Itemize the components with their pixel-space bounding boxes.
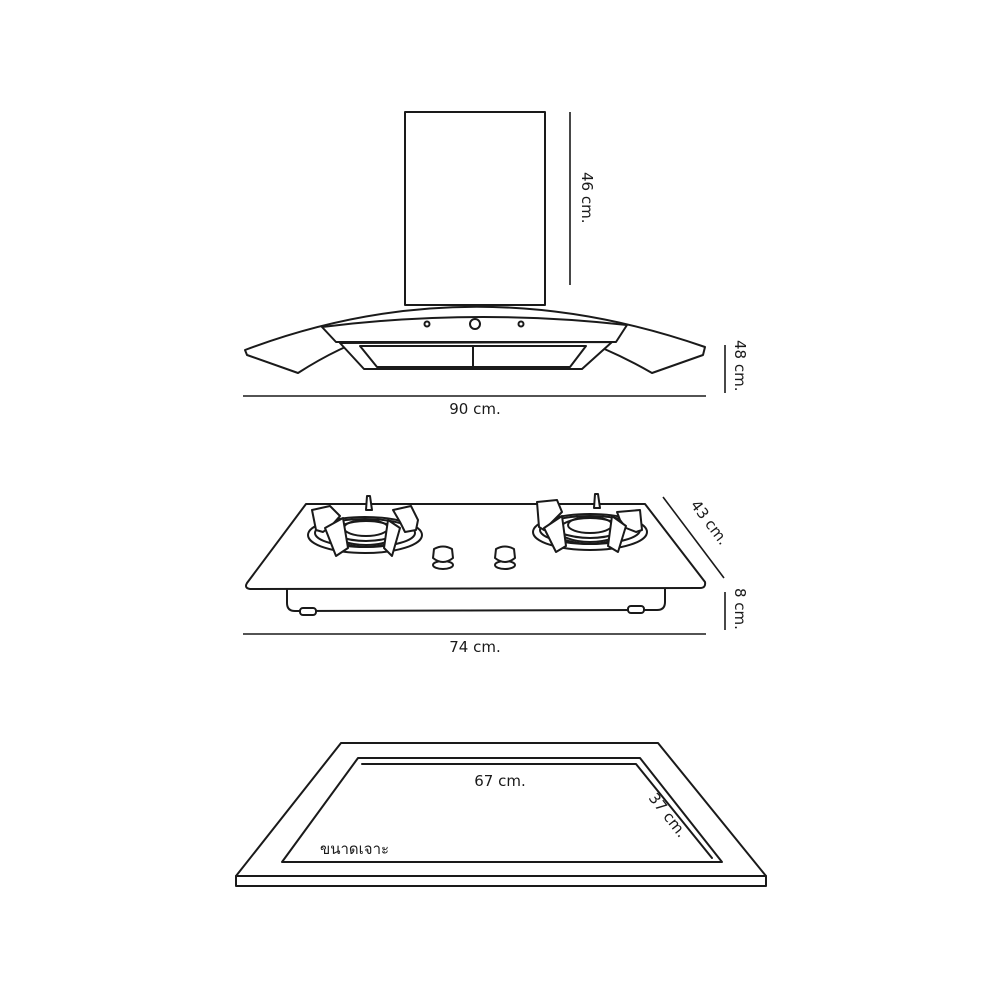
- hob-glass-top: [245, 503, 707, 590]
- hood-total-height-label: 48 cm.: [731, 340, 749, 391]
- control-knob: [432, 545, 454, 570]
- power-button-icon: [469, 318, 481, 330]
- control-knob: [494, 545, 516, 570]
- cutout-opening: [281, 757, 723, 863]
- cutout-caption: ขนาดเจาะ: [320, 840, 389, 858]
- hob-width-label: 74 cm.: [449, 638, 500, 656]
- gas-hob-drawing: 43 cm. 8 cm. 74 cm.: [243, 493, 749, 656]
- indicator-light-icon: [423, 320, 431, 328]
- range-hood-drawing: 46 cm. 48 cm. 90 cm.: [243, 111, 749, 418]
- hood-chimney: [404, 111, 546, 306]
- hob-foot: [299, 607, 317, 616]
- hob-foot: [627, 605, 645, 614]
- right-burner: [532, 493, 648, 553]
- hood-width-label: 90 cm.: [449, 400, 500, 418]
- indicator-light-icon: [517, 320, 525, 328]
- hob-base: [286, 587, 666, 612]
- countertop-outline: [235, 742, 767, 877]
- countertop-edge: [235, 875, 767, 887]
- hob-depth-dimension-line: [662, 496, 725, 579]
- hood-filter: [359, 345, 587, 368]
- cutout-drawing: 67 cm. 37 cm. ขนาดเจาะ: [235, 742, 767, 887]
- hood-height-label: 46 cm.: [578, 172, 596, 223]
- hob-height-label: 8 cm.: [731, 588, 749, 630]
- left-burner: [307, 495, 423, 557]
- cutout-width-label: 67 cm.: [474, 772, 525, 790]
- hob-depth-label: 43 cm.: [687, 497, 732, 549]
- hood-filter-housing: [339, 341, 613, 370]
